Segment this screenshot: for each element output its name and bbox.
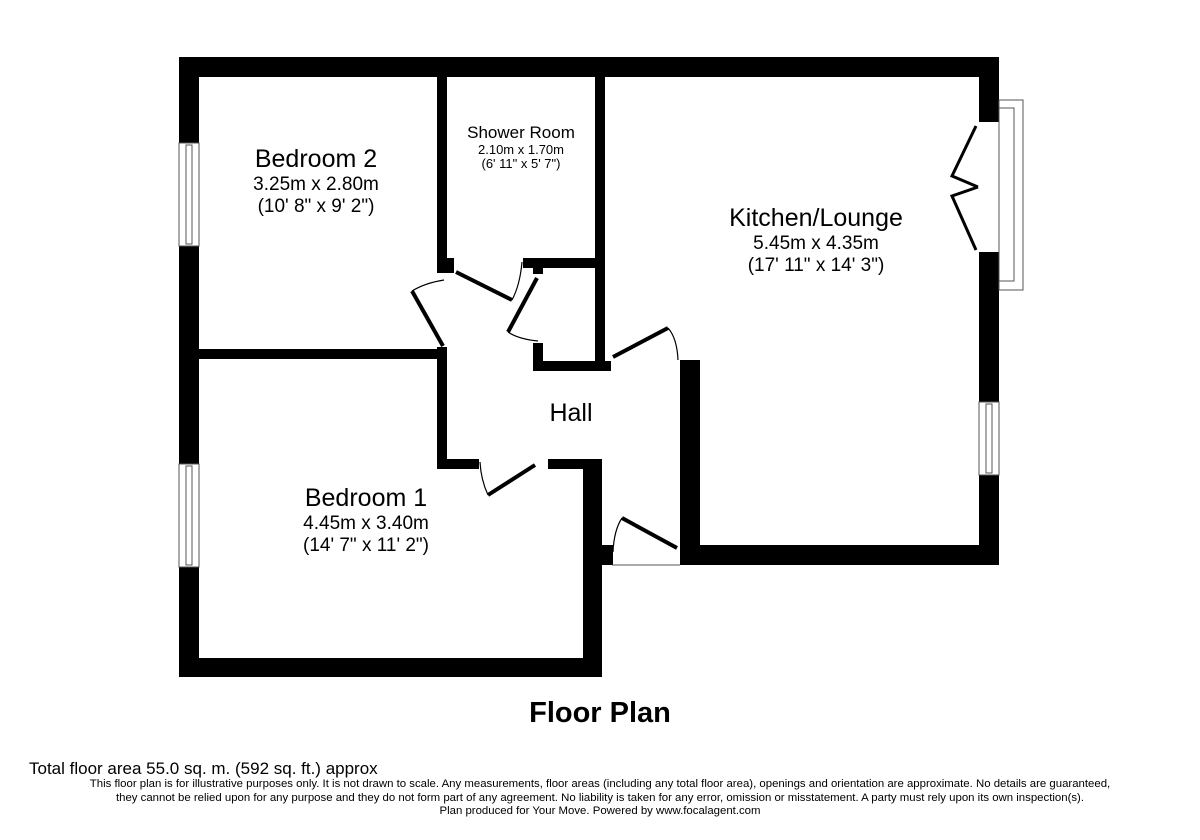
door-shower — [455, 270, 513, 302]
window-kitchen — [978, 401, 1000, 476]
total-floor-area: Total floor area 55.0 sq. m. (592 sq. ft… — [29, 759, 378, 778]
floor-plan-drawing — [178, 57, 1024, 677]
room-shower-room: Shower Room 2.10m x 1.70m (6' 11" x 5' 7… — [467, 123, 575, 172]
walls — [179, 57, 999, 677]
windows — [178, 99, 1024, 568]
disclaimer: This floor plan is for illustrative purp… — [0, 778, 1200, 819]
room-bedroom-2: Bedroom 2 3.25m x 2.80m (10' 8" x 9' 2") — [253, 145, 379, 217]
doors — [410, 125, 979, 553]
french-doors — [949, 125, 979, 189]
room-metric: 2.10m x 1.70m — [478, 141, 564, 157]
door-cupboard — [506, 277, 539, 333]
room-imperial: (17' 11" x 14' 3") — [747, 254, 885, 276]
room-hall: Hall — [549, 399, 592, 428]
door-bedroom2 — [410, 290, 445, 347]
room-name: Bedroom 2 — [254, 145, 378, 173]
room-bedroom-1: Bedroom 1 4.45m x 3.40m (14' 7" x 11' 2"… — [303, 484, 429, 556]
room-name: Hall — [549, 399, 593, 427]
disclaimer-line: they cannot be relied upon for any purpo… — [115, 791, 1085, 804]
plan-title: Floor Plan — [529, 697, 671, 729]
room-name: Bedroom 1 — [304, 484, 428, 512]
disclaimer-line: Plan produced for Your Move. Powered by … — [439, 805, 761, 817]
room-name: Kitchen/Lounge — [729, 204, 903, 232]
door-kitchen — [612, 326, 669, 359]
room-metric: 3.25m x 2.80m — [253, 173, 379, 195]
room-metric: 4.45m x 3.40m — [303, 512, 429, 534]
disclaimer-line: This floor plan is for illustrative purp… — [89, 778, 1111, 790]
door-entrance — [621, 516, 678, 550]
room-imperial: (14' 7" x 11' 2") — [302, 534, 430, 556]
room-name: Shower Room — [467, 123, 575, 142]
window-bedroom1 — [178, 463, 200, 568]
room-metric: 5.45m x 4.35m — [753, 232, 879, 254]
bay-balcony-frame — [998, 99, 1024, 291]
door-bedroom1 — [486, 463, 537, 497]
window-bedroom2 — [178, 142, 200, 247]
room-imperial: (6' 11" x 5' 7") — [481, 156, 561, 172]
room-kitchen-lounge: Kitchen/Lounge 5.45m x 4.35m (17' 11" x … — [729, 204, 903, 276]
room-imperial: (10' 8" x 9' 2") — [257, 195, 375, 217]
